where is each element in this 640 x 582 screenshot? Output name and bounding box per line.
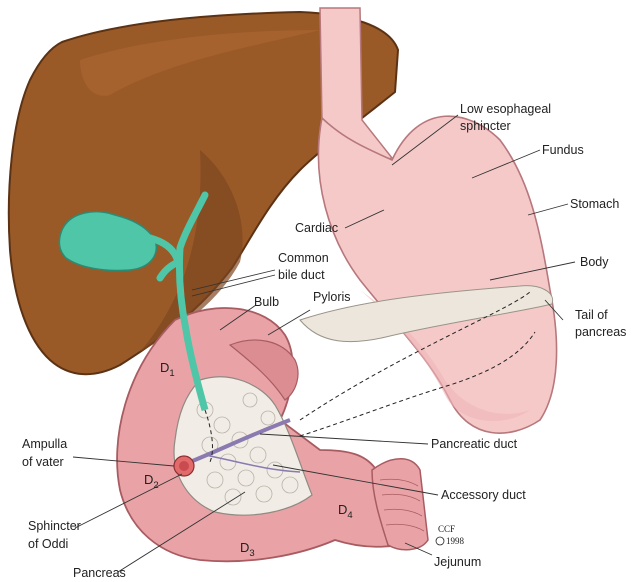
label-cardiac: Cardiac	[295, 221, 338, 235]
label-common-bile-duct-line1: Common	[278, 251, 329, 265]
credit-mark: CCF	[438, 524, 455, 534]
label-accessory-duct: Accessory duct	[441, 488, 526, 502]
label-ampulla-of-vater-line2: of vater	[22, 455, 64, 469]
label-tail-of-pancreas-line1: Tail of	[575, 308, 608, 322]
label-bulb: Bulb	[254, 295, 279, 309]
label-low-esophageal-sphincter-line2: sphincter	[460, 119, 511, 133]
sphincter-ring	[179, 461, 189, 471]
label-sphincter-of-oddi-line2: of Oddi	[28, 537, 68, 551]
label-sphincter-of-oddi-line1: Sphincter	[28, 519, 81, 533]
stomach	[318, 116, 556, 433]
label-pyloris: Pyloris	[313, 290, 351, 304]
label-low-esophageal-sphincter-line1: Low esophageal	[460, 102, 551, 116]
label-ampulla-of-vater-line1: Ampulla	[22, 437, 67, 451]
copyright-icon	[436, 537, 444, 545]
credit-year: 1998	[446, 536, 465, 546]
label-stomach: Stomach	[570, 197, 619, 211]
label-pancreas: Pancreas	[73, 566, 126, 580]
label-pancreatic-duct: Pancreatic duct	[431, 437, 518, 451]
label-common-bile-duct-line2: bile duct	[278, 268, 325, 282]
label-tail-of-pancreas-line2: pancreas	[575, 325, 626, 339]
label-jejunum: Jejunum	[434, 555, 481, 569]
label-body: Body	[580, 255, 609, 269]
label-fundus: Fundus	[542, 143, 584, 157]
